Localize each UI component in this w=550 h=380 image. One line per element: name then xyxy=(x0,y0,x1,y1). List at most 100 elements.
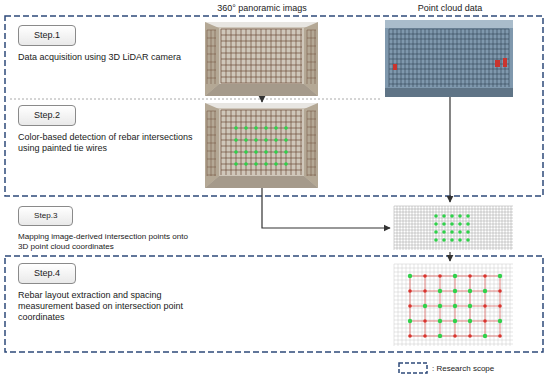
tie-wire-dot xyxy=(264,162,268,166)
rebar-line xyxy=(481,29,482,87)
rebar-line xyxy=(307,143,316,144)
rebar-line xyxy=(207,135,216,136)
rebar-line xyxy=(406,206,407,250)
intersection-dot xyxy=(408,289,412,293)
rebar-line xyxy=(307,175,316,176)
rebar-line xyxy=(207,62,216,63)
rebar-line xyxy=(394,221,513,222)
tie-wire-dot xyxy=(254,126,258,130)
rebar-line xyxy=(502,206,503,250)
intersection-dot xyxy=(438,319,442,323)
rebar-line xyxy=(207,143,216,144)
panoramic-image xyxy=(205,22,318,96)
rebar-line xyxy=(207,38,216,39)
rebar-line xyxy=(389,34,509,35)
rebar-line xyxy=(463,206,464,250)
rebar-line xyxy=(394,328,513,329)
rebar-line xyxy=(251,110,252,175)
intersection-dot xyxy=(453,334,457,338)
rebar-line xyxy=(506,264,507,346)
rebar-line xyxy=(421,29,422,87)
intersection-dot xyxy=(458,222,462,226)
intersection-dot xyxy=(450,238,454,242)
rebar-line xyxy=(221,158,302,159)
intersection-dot xyxy=(483,274,487,278)
rebar-line xyxy=(221,29,222,83)
rebar-line xyxy=(221,59,302,60)
rebar-line xyxy=(465,29,466,87)
rebar-line xyxy=(221,41,302,42)
rebar-line xyxy=(487,206,488,250)
rebar-line xyxy=(394,308,513,309)
rebar-line xyxy=(296,110,297,175)
rebar-line xyxy=(460,206,461,250)
intersection-dot xyxy=(468,334,472,338)
rebar-line xyxy=(307,54,316,55)
rebar-line xyxy=(207,54,216,55)
intersection-dot xyxy=(442,238,446,242)
rebar-line xyxy=(415,206,416,250)
rebar-line xyxy=(215,111,216,176)
rebar-line xyxy=(394,206,395,250)
scan-ground xyxy=(392,204,515,252)
rebar-line xyxy=(421,206,422,250)
rebar-line xyxy=(389,79,509,80)
intersection-dot xyxy=(434,238,438,242)
step-description: Rebar layout extraction and spacing meas… xyxy=(18,290,196,323)
rebar-line xyxy=(221,128,302,129)
rebar-line xyxy=(394,230,513,231)
flow-arrow xyxy=(262,188,390,228)
rebar-line xyxy=(394,344,513,345)
rebar-line xyxy=(261,110,262,175)
rebar-line xyxy=(417,29,418,87)
intersection-dot xyxy=(408,319,412,323)
rebar-line xyxy=(207,167,216,168)
rebar-line xyxy=(437,29,438,87)
rebar-line xyxy=(429,29,430,87)
rebar-line xyxy=(453,29,454,87)
point-cloud-image xyxy=(385,20,513,97)
side-wall xyxy=(304,103,318,188)
rebar-line xyxy=(221,35,302,36)
rebar-line xyxy=(397,206,398,250)
rebar-line xyxy=(266,29,267,83)
rebar-line xyxy=(307,167,316,168)
rebar-line xyxy=(271,110,272,175)
intersection-dot xyxy=(438,289,442,293)
tie-wire-dot xyxy=(244,138,248,142)
rebar-line xyxy=(221,110,222,175)
intersection-dot xyxy=(438,334,442,338)
rebar-line xyxy=(508,206,509,250)
rebar-line xyxy=(231,110,232,175)
sky-band xyxy=(205,22,318,27)
tie-wire-dot xyxy=(244,162,248,166)
rebar-line xyxy=(207,159,216,160)
intersection-dot xyxy=(453,319,457,323)
rebar-line xyxy=(436,206,437,250)
rebar-line xyxy=(509,29,510,87)
rebar-line xyxy=(221,53,302,54)
rebar-line xyxy=(221,83,302,84)
rebar-line xyxy=(433,206,434,250)
rebar-line xyxy=(394,332,513,333)
rebar-line xyxy=(445,206,446,250)
rebar-line xyxy=(221,116,302,117)
step-tag: Step.2 xyxy=(18,105,76,126)
flow-arrow xyxy=(449,252,450,261)
tie-wire-dot xyxy=(244,150,248,154)
rebar-line xyxy=(207,151,216,152)
rebar-line xyxy=(307,111,316,112)
legend-swatch xyxy=(398,362,428,374)
rebar-line xyxy=(451,206,452,250)
scope-frame-sample xyxy=(399,363,427,373)
intersection-dot xyxy=(438,274,442,278)
rebar-line xyxy=(393,29,394,87)
rebar-line xyxy=(281,110,282,175)
intersection-dot xyxy=(483,304,487,308)
rebar-line xyxy=(207,175,216,176)
rebar-line xyxy=(207,30,216,31)
intersection-dot xyxy=(442,222,446,226)
intersection-dot xyxy=(423,334,427,338)
rebar-line xyxy=(394,280,513,281)
rebar-line xyxy=(221,29,302,30)
